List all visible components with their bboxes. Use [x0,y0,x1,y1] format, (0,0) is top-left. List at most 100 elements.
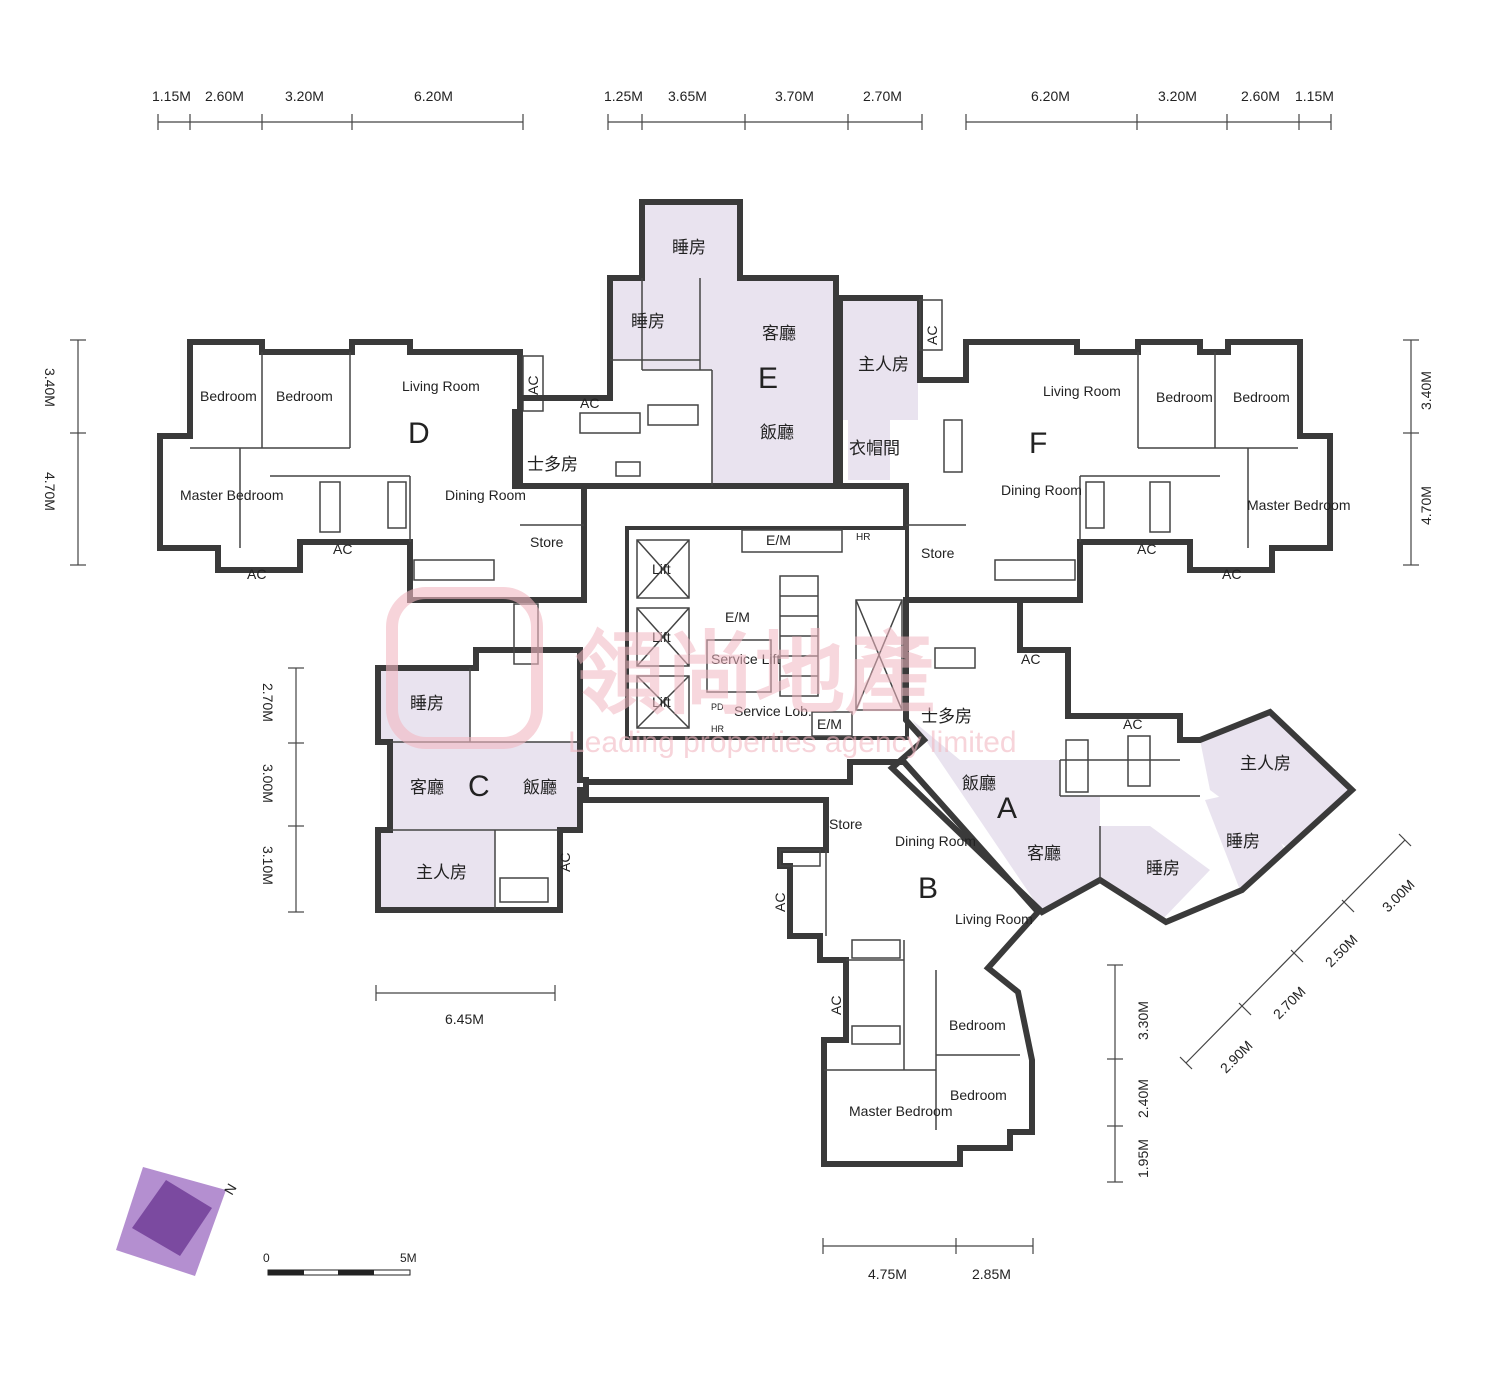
room-label: 睡房 [672,238,706,257]
dim-label: 3.40M [1418,371,1434,410]
dim-label: 3.20M [285,88,324,104]
room-label: Store [829,816,863,832]
dim-label: 3.65M [668,88,707,104]
dim-label: 4.75M [868,1266,907,1282]
room-label: Bedroom [949,1017,1006,1033]
dim-label: 1.25M [604,88,643,104]
dim-label: 3.40M [42,368,58,407]
unit-letter: C [468,770,490,803]
room-label: 衣帽間 [849,439,900,458]
room-label: 睡房 [631,312,665,331]
service-lift-label: Service Lift [711,651,780,667]
dimension-diagonal-a: 2.90M 2.70M 2.50M 3.00M [1179,833,1418,1076]
room-label: Living Room [1043,383,1121,399]
ac-label: AC [1222,566,1241,582]
watermark-en: Leading properties agency limited [568,726,1017,759]
dim-label: 1.95M [1135,1139,1151,1178]
room-label: Bedroom [200,388,257,404]
lift-shaft [636,675,690,729]
dimension-left-c: 2.70M 3.00M 3.10M [260,667,304,913]
dimension-right-upper: 3.40M 4.70M [1403,339,1434,566]
unit-d: Bedroom Bedroom Living Room Master Bedro… [157,339,587,603]
ac-label: AC [1123,716,1142,732]
lift-shaft [636,539,690,599]
room-label: Master Bedroom [180,487,283,503]
room-label: Store [921,545,955,561]
dim-label: 3.20M [1158,88,1197,104]
room-label: 睡房 [1226,832,1260,851]
lift-label: Lift [652,561,671,577]
ac-label: AC [557,853,573,872]
lift-shaft [636,607,690,667]
room-label: Dining Room [445,487,526,503]
ac-label: AC [772,893,788,912]
ac-label: AC [924,326,940,345]
unit-letter: B [918,872,938,905]
room-label: Dining Room [1001,482,1082,498]
em-label: E/M [817,716,842,732]
em-label: E/M [766,532,791,548]
ac-label: AC [333,541,352,557]
compass-rose: N [116,1167,240,1276]
unit-letter: E [758,362,778,395]
watermark-cjk: 領尚地產 [575,625,935,725]
room-label: 睡房 [410,694,444,713]
scale-start: 0 [263,1251,270,1265]
unit-letter: F [1029,427,1047,460]
dim-label: 2.90M [1217,1037,1256,1076]
room-label: Living Room [955,911,1033,927]
hr-label: HR [856,532,870,543]
dimension-bottom-c: 6.45M [375,985,556,1027]
dim-label: 2.60M [1241,88,1280,104]
compass-inner [132,1180,212,1256]
dimension-right-b: 3.30M 2.40M 1.95M [1107,964,1151,1183]
dim-label: 3.10M [260,846,276,885]
room-label: Store [530,534,564,550]
room-label: 客廳 [410,778,444,797]
lift-label: Lift [652,629,671,645]
dim-label: 3.30M [1135,1001,1151,1040]
room-label: 主人房 [858,355,909,374]
dim-label: 4.70M [1418,486,1434,525]
ac-label: AC [247,566,266,582]
dim-label: 2.85M [972,1266,1011,1282]
watermark: 領尚地產 Leading properties agency limited [386,587,1017,759]
dimension-top-right: 6.20M 3.20M 2.60M 1.15M [965,88,1334,130]
hr-label: HR [711,724,724,734]
central-core: Lift Lift Lift E/M E/M E/M HR PD HR Serv… [625,526,909,740]
ac-label: AC [1021,651,1040,667]
room-label: 飯廳 [523,778,557,797]
unit-b: Dining Room Living Room Bedroom Bedroom … [583,759,1043,1167]
dim-label: 1.15M [1295,88,1334,104]
room-label: 士多房 [921,707,972,726]
unit-a: 飯廳 客廳 主人房 睡房 睡房 士多房 A AC AC [887,597,1357,926]
room-label: 飯廳 [962,774,996,793]
dim-label: 2.70M [1270,983,1309,1022]
dim-label: 4.70M [42,472,58,511]
dimension-left-upper: 3.40M 4.70M [42,339,86,566]
pd-label: PD [711,702,724,712]
dim-label: 2.60M [205,88,244,104]
dim-label: 6.20M [1031,88,1070,104]
ac-label: AC [1137,541,1156,557]
scale-end: 5M [400,1251,417,1265]
ac-label: AC [525,376,541,395]
dim-label: 2.70M [863,88,902,104]
dim-label: 3.00M [260,764,276,803]
room-label: Dining Room [895,833,976,849]
service-lift [706,639,772,693]
room-label: 士多房 [527,455,578,474]
dim-label: 3.70M [775,88,814,104]
service-lobby-label: Service Lob. [734,703,812,719]
room-label: Living Room [402,378,480,394]
room-label: Master Bedroom [1247,497,1350,513]
em-label: E/M [725,609,750,625]
room-label: Bedroom [1233,389,1290,405]
room-label: Bedroom [276,388,333,404]
room-label: Master Bedroom [849,1103,952,1119]
dim-label: 3.00M [1379,876,1418,915]
room-label: Bedroom [950,1087,1007,1103]
dim-label: 2.70M [260,683,276,722]
unit-letter: A [997,792,1017,825]
